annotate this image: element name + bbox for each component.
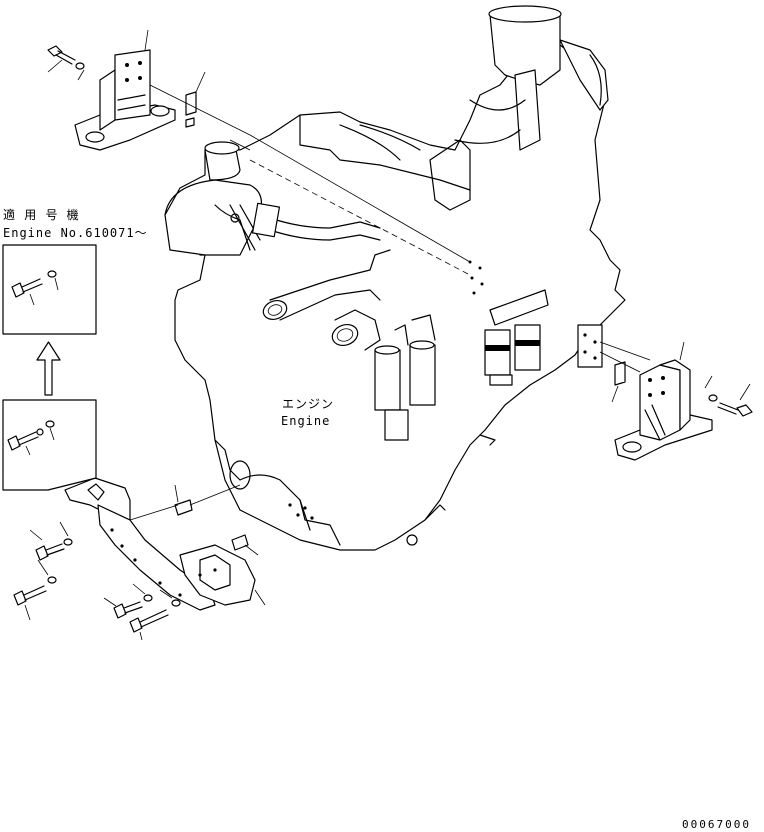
mount-bolt-top-left [47, 45, 85, 81]
fuel-filters [374, 314, 436, 441]
rear-right-mount-bracket [614, 341, 713, 461]
up-arrow-icon [36, 341, 61, 396]
front-right-mount-bracket [179, 544, 266, 606]
front-left-mount-bracket [64, 477, 216, 611]
oil-filters [484, 289, 549, 386]
engine-assembly [164, 5, 626, 551]
stopper-right [611, 361, 626, 403]
drawing-number: 00067000 [682, 818, 751, 831]
engine-label-jp: エンジン [282, 397, 335, 411]
applicable-machine-label: 適 用 号 機 [3, 208, 80, 222]
serial-range-label: Engine No.610071～ [3, 226, 148, 240]
rear-left-mount-bracket [74, 29, 176, 151]
stopper-top [185, 71, 206, 128]
inset-box-new [2, 244, 97, 335]
inset-box-old [2, 399, 97, 491]
front-mount-bolts [13, 521, 181, 641]
engine-label-en: Engine [281, 414, 331, 428]
stopper-front [174, 484, 259, 556]
mount-bolt-right [704, 375, 753, 417]
